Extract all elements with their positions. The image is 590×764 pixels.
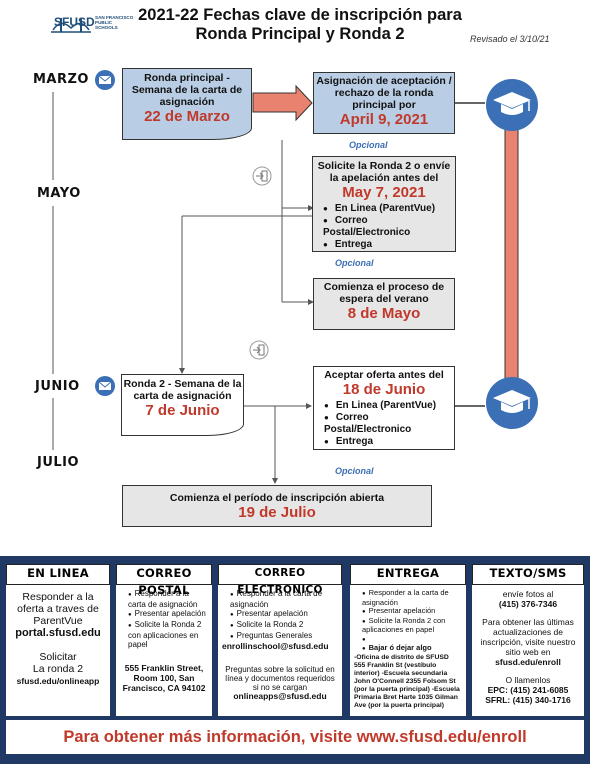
dropoff-column: ENTREGA Responder a la carta de asignaci… <box>350 564 466 716</box>
online-header: EN LINEA <box>6 564 110 585</box>
month-july: JULIO <box>37 455 80 470</box>
mail-address: 555 Franklin Street, Room 100, San Franc… <box>122 663 206 693</box>
login-icon <box>252 166 272 186</box>
list-item: Responder a la carta de asignación <box>362 588 462 607</box>
sfrl-phone: SFRL: (415) 340-1716 <box>485 695 571 705</box>
list-item: Solicite la Ronda 2 con aplicaciones en … <box>362 616 462 635</box>
envelope-icon <box>95 70 115 90</box>
email-column: CORREO ELECTRONICO Responder a la carta … <box>218 564 342 716</box>
footer-link[interactable]: Para obtener más información, visite www… <box>6 720 584 754</box>
optional-label: Opcional <box>335 258 374 268</box>
list-item: Correo Postal/Electronico <box>322 412 454 436</box>
text-column: TEXTO/SMS envíe fotos al (415) 376-7346 … <box>472 564 584 716</box>
list-item: Solicite la Ronda 2 <box>230 620 338 631</box>
graduation-cap-icon <box>486 79 538 131</box>
text-header: TEXTO/SMS <box>472 564 584 585</box>
epc-phone: EPC: (415) 241-6085 <box>487 685 569 695</box>
list-item: Solicite la Ronda 2 con aplicaciones en … <box>128 620 208 649</box>
mail-column: CORREO POSTAL Responder a la carta de as… <box>116 564 212 716</box>
month-may: MAYO <box>37 186 81 201</box>
onlineapps-email-link[interactable]: onlineapps@sfusd.edu <box>233 691 327 701</box>
dropoff-header: ENTREGA <box>350 564 466 585</box>
logo-subtitle: SAN FRANCISCO PUBLIC SCHOOLS <box>95 15 134 30</box>
list-item: Entrega <box>322 436 454 448</box>
sfusd-bridge-logo-icon <box>51 18 91 33</box>
portal-link[interactable]: portal.sfusd.edu <box>15 627 101 639</box>
onlineapp-link[interactable]: sfusd.edu/onlineapp <box>16 676 100 686</box>
flow-connectors <box>52 84 519 484</box>
dropoff-locations: -Oficina de distrito de SFUSD 555 Frankl… <box>354 653 460 709</box>
list-item: Correo Postal/Electronico <box>321 215 455 239</box>
open-enrollment-box: Comienza el período de inscripción abier… <box>122 485 432 527</box>
list-item: Entrega <box>321 239 455 251</box>
mail-header: CORREO POSTAL <box>116 564 212 597</box>
page-title: 2021-22 Fechas clave de inscripción para… <box>138 6 462 43</box>
list-item: Presentar apelación <box>362 606 462 617</box>
enroll-email-link[interactable]: enrollinschool@sfusd.edu <box>222 641 329 651</box>
waitlist-box: Comienza el proceso de espera del verano… <box>313 278 455 330</box>
round2-week-box: Ronda 2 - Semana de la carta de asignaci… <box>121 374 244 436</box>
logo-text: SFUSD <box>54 15 95 29</box>
list-item: Bajar ó dejar algo <box>362 643 462 654</box>
graduation-cap-icon <box>486 377 538 429</box>
round2-apply-box: Solicite la Ronda 2 o envíe la apelación… <box>312 156 456 252</box>
online-column: EN LINEA Responder a la oferta a traves … <box>6 564 110 716</box>
assignment-box: Asignación de aceptación / rechazo de la… <box>313 72 455 134</box>
accept-offer-box: Aceptar oferta antes del 18 de Junio En … <box>313 366 455 450</box>
list-item: Responder a la carta de asignación <box>230 589 338 609</box>
month-march: MARZO <box>33 72 89 87</box>
list-item: Responder a la carta de asignación <box>128 589 208 609</box>
optional-label: Opcional <box>349 140 388 150</box>
revised-date: Revisado el 3/10/21 <box>470 34 550 44</box>
envelope-icon <box>95 376 115 396</box>
month-june: JUNIO <box>35 379 80 394</box>
sms-phone: (415) 376-7346 <box>498 599 558 609</box>
list-item: Preguntas Generales <box>230 631 338 642</box>
main-round-box: Ronda principal - Semana de la carta de … <box>122 68 252 140</box>
login-icon <box>249 340 269 360</box>
optional-label: Opcional <box>335 466 374 476</box>
list-item: Presentar apelación <box>230 609 338 620</box>
list-item: Presentar apelación <box>128 609 208 620</box>
email-header: CORREO ELECTRONICO <box>218 564 342 596</box>
list-item: En Linea (ParentVue) <box>321 203 455 215</box>
enroll-site-link[interactable]: sfusd.edu/enroll <box>495 657 561 667</box>
list-item: En Linea (ParentVue) <box>322 400 454 412</box>
